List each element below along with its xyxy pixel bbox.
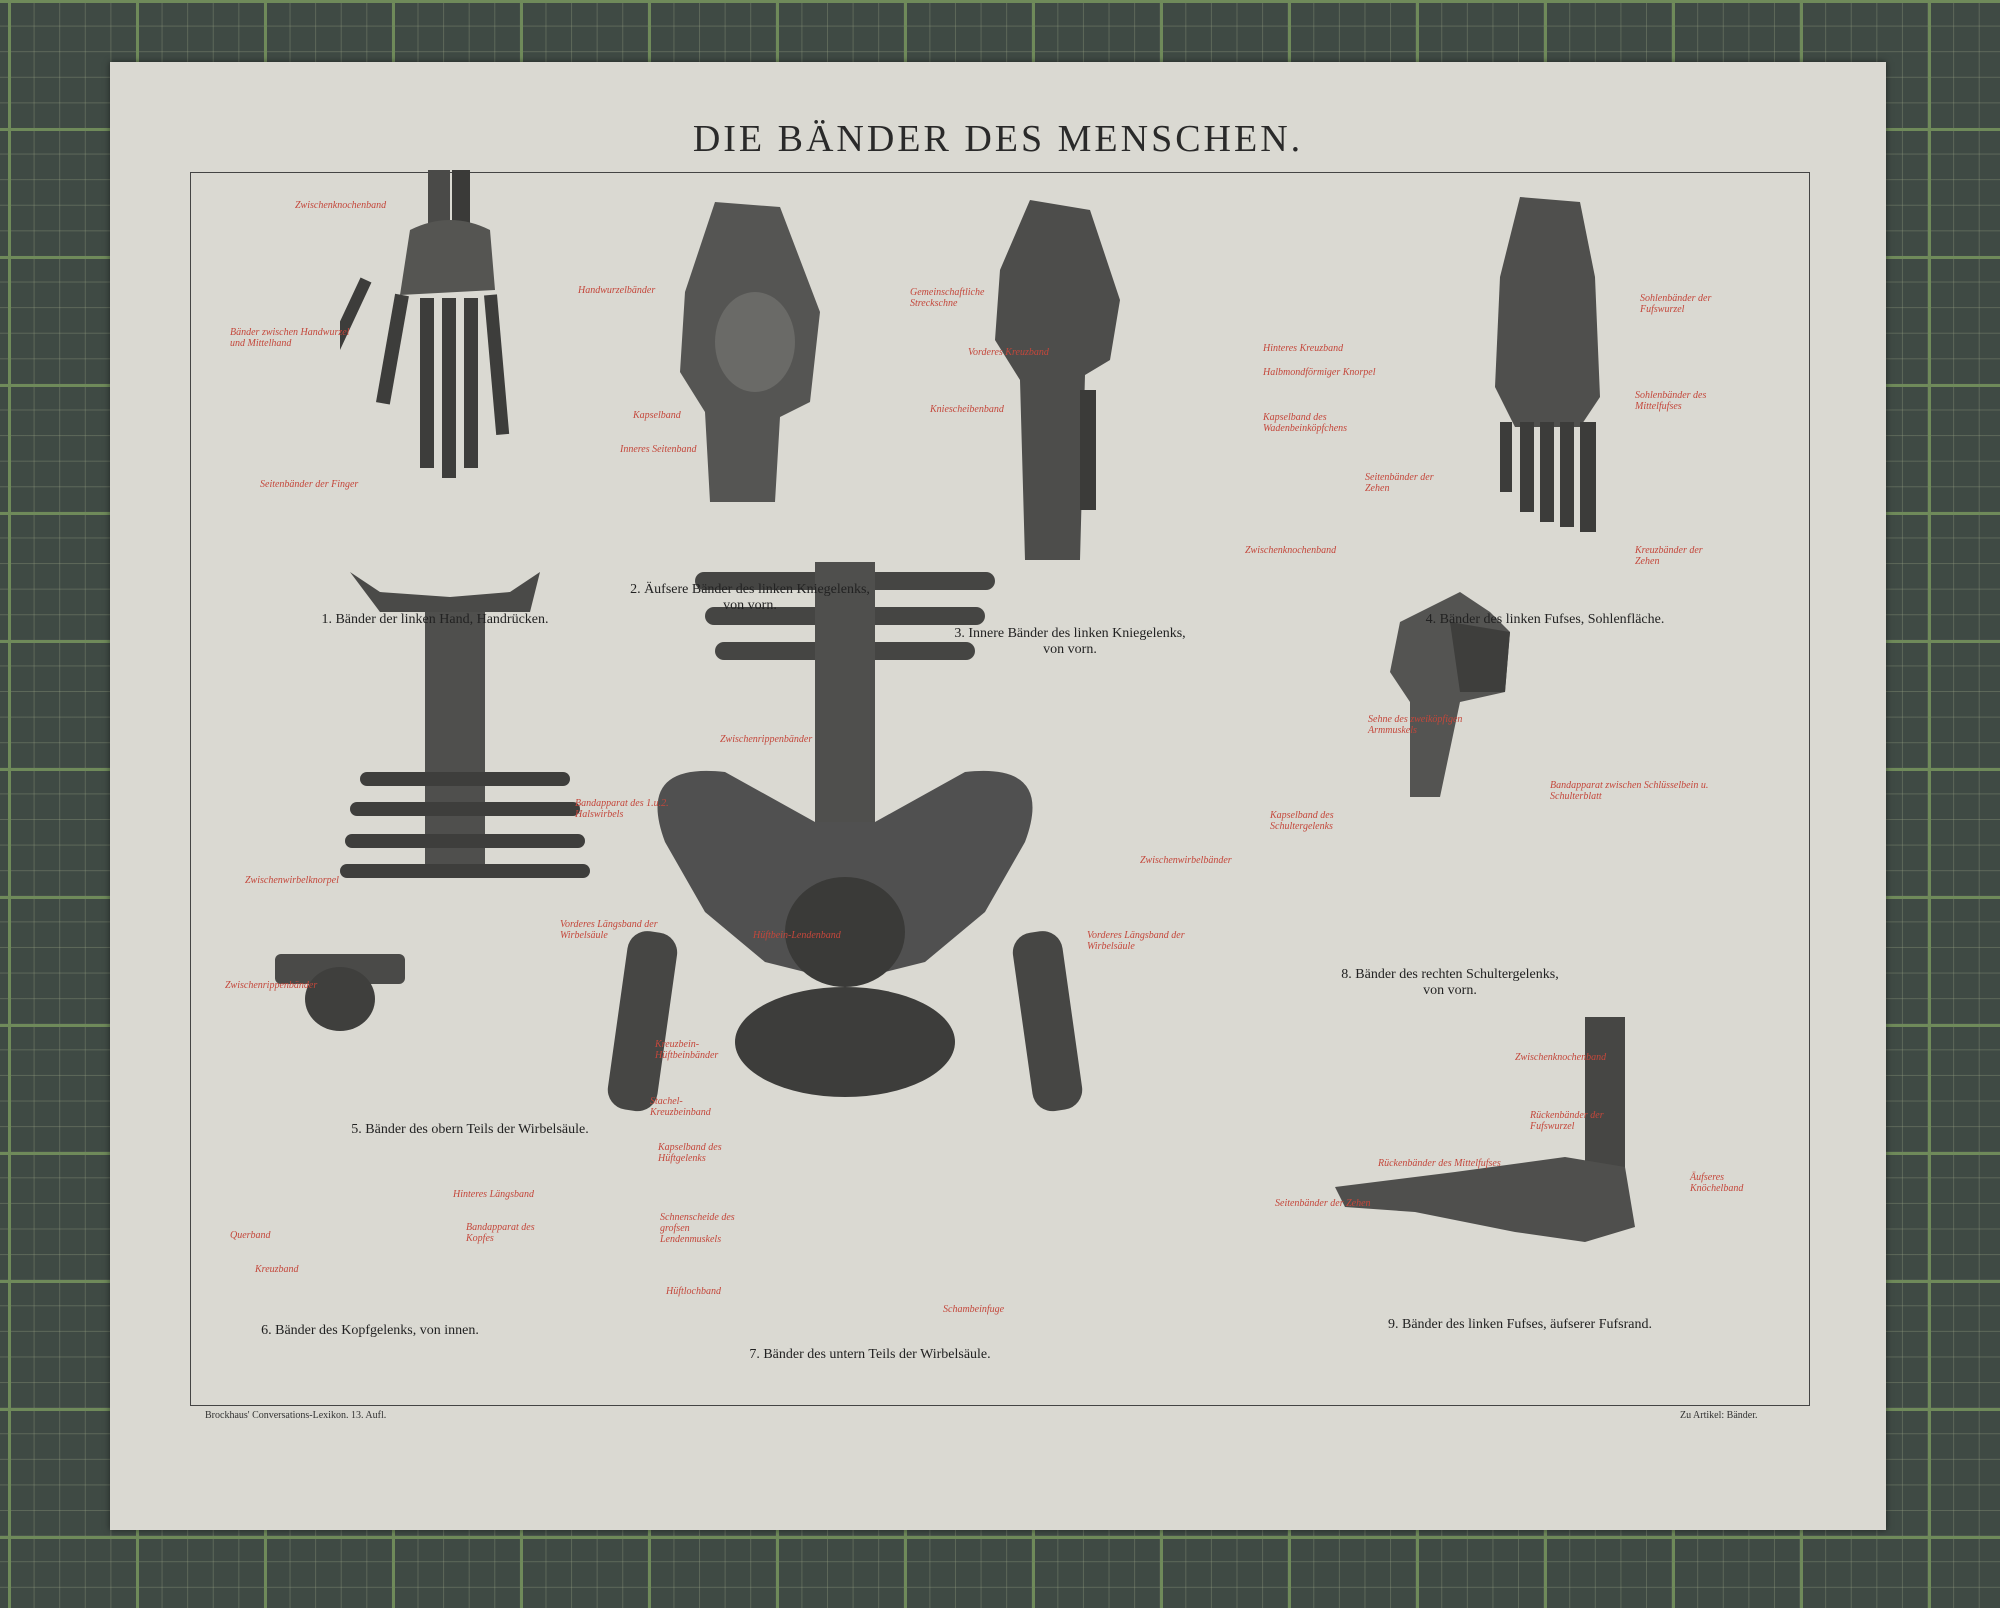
label: Kreuzbein-Hüftbeinbänder xyxy=(655,1039,719,1061)
caption-fig8-line2: von vorn. xyxy=(1423,983,1477,998)
caption-fig6: 6. Bänder des Kopfgelenks, von innen. xyxy=(261,1323,479,1338)
label: Äufseres Knöchelband xyxy=(1690,1172,1744,1194)
label: Kreuzbänder der Zehen xyxy=(1635,545,1703,567)
caption-fig2-line2: von vorn. xyxy=(723,598,777,613)
caption-fig3-line1: 3. Innere Bänder des linken Kniegelenks, xyxy=(954,626,1186,641)
label: Sohlenbänder der Fufswurzel xyxy=(1640,293,1712,315)
caption-fig2-line1: 2. Äufsere Bänder des linken Kniegelenks… xyxy=(630,582,870,597)
label: Rückenbänder des Mittelfufses xyxy=(1378,1158,1501,1169)
label: Zwischenrippenbänder xyxy=(720,734,813,745)
label: Sohlenbänder des Mittelfufses xyxy=(1635,390,1707,412)
label: Zwischenwirbelknorpel xyxy=(245,875,339,886)
label: Bänder zwischen Handwurzel und Mittelhan… xyxy=(230,327,350,349)
page-title: DIE BÄNDER DES MENSCHEN. xyxy=(692,118,1304,160)
label: Hüftlochband xyxy=(666,1286,721,1297)
label: Bandapparat des Kopfes xyxy=(466,1222,535,1244)
label: Hinteres Kreuzband xyxy=(1263,343,1344,354)
label: Kapselband des Schultergelenks xyxy=(1270,810,1334,832)
figure-upper-spine xyxy=(340,572,590,882)
plate-frame xyxy=(190,172,1810,1406)
label: Seitenbänder der Zehen xyxy=(1365,472,1434,494)
label: Vorderes Kreuzband xyxy=(968,347,1049,358)
figure-knee-inner xyxy=(990,200,1130,565)
label: Kapselband xyxy=(633,410,681,421)
label: Kapselband des Wadenbeinköpfchens xyxy=(1263,412,1348,434)
label: Halbmondförmiger Knorpel xyxy=(1263,367,1376,378)
label: Rückenbänder der Fufswurzel xyxy=(1530,1110,1604,1132)
footer-left: Brockhaus' Conversations-Lexikon. 13. Au… xyxy=(205,1410,387,1421)
label: Handwurzelbänder xyxy=(578,285,656,296)
label: Vorderes Längsband der Wirbelsäule xyxy=(560,919,658,941)
label: Zwischenknochenband xyxy=(1515,1052,1607,1063)
figure-shoulder xyxy=(1380,582,1520,797)
figure-knee-outer xyxy=(670,202,830,512)
label: Zwischenrippenbänder xyxy=(225,980,318,991)
caption-fig3-line2: von vorn. xyxy=(1043,642,1097,657)
caption-fig8-line1: 8. Bänder des rechten Schultergelenks, xyxy=(1341,967,1559,982)
caption-fig9: 9. Bänder des linken Fufses, äufserer Fu… xyxy=(1388,1317,1652,1332)
figure-foot-sole xyxy=(1485,197,1615,537)
label: Querband xyxy=(230,1230,271,1241)
footer-right: Zu Artikel: Bänder. xyxy=(1680,1410,1758,1421)
caption-fig1: 1. Bänder der linken Hand, Handrücken. xyxy=(321,612,549,627)
label: Seitenbänder der Finger xyxy=(260,479,359,490)
label: Gemeinschaftliche Streckschne xyxy=(910,287,985,309)
label: Hinteres Längsband xyxy=(453,1189,535,1200)
label: Inneres Seitenband xyxy=(620,444,697,455)
label: Bandapparat zwischen Schlüsselbein u. Sc… xyxy=(1550,780,1709,802)
label: Hüftbein-Lendenband xyxy=(753,930,841,941)
figure-foot-lateral xyxy=(1335,1017,1675,1267)
print-sheet: DIE BÄNDER DES MENSCHEN. xyxy=(110,62,1886,1530)
figure-pelvis xyxy=(605,542,1085,1142)
label: Schambeinfuge xyxy=(943,1304,1005,1315)
label: Sehne des zweiköpfigen Armmuskels xyxy=(1368,714,1463,736)
figure-hand xyxy=(340,170,540,510)
label: Kapselband des Hüftgelenks xyxy=(658,1142,722,1164)
label: Schnenscheide des grofsen Lendenmuskels xyxy=(660,1212,735,1245)
label: Zwischenknochenband xyxy=(295,200,387,211)
label: Vorderes Längsband der Wirbelsäule xyxy=(1087,930,1185,952)
label: Zwischenwirbelbänder xyxy=(1140,855,1232,866)
label: Bandapparat des 1.u.2. Halswirbels xyxy=(575,798,669,820)
label: Zwischenknochenband xyxy=(1245,545,1337,556)
label: Kreuzband xyxy=(255,1264,299,1275)
label: Stachel-Kreuzbeinband xyxy=(650,1096,711,1118)
caption-fig4: 4. Bänder des linken Fufses, Sohlenfläch… xyxy=(1425,612,1665,627)
figure-head-joint xyxy=(275,944,405,1034)
caption-fig7: 7. Bänder des untern Teils der Wirbelsäu… xyxy=(749,1347,991,1362)
label: Seitenbänder der Zehen xyxy=(1275,1198,1371,1209)
label: Kniescheibenband xyxy=(930,404,1004,415)
caption-fig5: 5. Bänder des obern Teils der Wirbelsäul… xyxy=(351,1122,589,1137)
